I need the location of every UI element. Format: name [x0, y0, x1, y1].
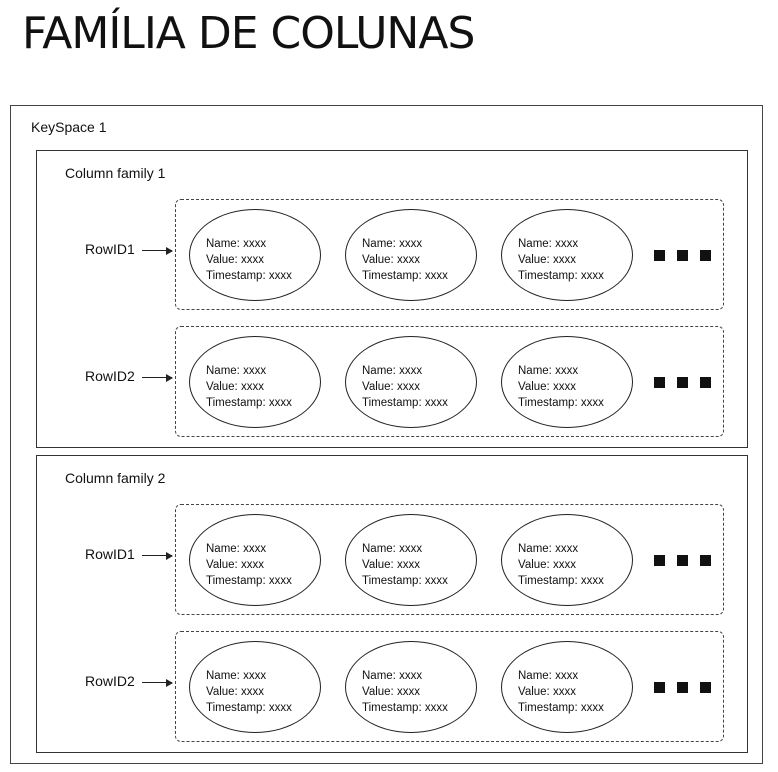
cell-value: Value: xxxx [206, 686, 264, 698]
cell-value: Value: xxxx [206, 559, 264, 571]
row-id-label: RowID2 [85, 673, 135, 689]
cell-value: Value: xxxx [362, 254, 420, 266]
column-cell: Name: xxxx Value: xxxx Timestamp: xxxx [345, 336, 477, 428]
cell-value: Value: xxxx [362, 559, 420, 571]
column-cell: Name: xxxx Value: xxxx Timestamp: xxxx [501, 336, 633, 428]
column-cell: Name: xxxx Value: xxxx Timestamp: xxxx [189, 641, 321, 733]
column-family-box: Column family 1 RowID1 Name: xxxx Value:… [36, 150, 748, 448]
cell-name: Name: xxxx [206, 670, 267, 682]
ellipsis-icon [654, 682, 711, 693]
row-id-label: RowID1 [85, 546, 135, 562]
cell-name: Name: xxxx [362, 543, 423, 555]
cell-name: Name: xxxx [518, 238, 579, 250]
cell-timestamp: Timestamp: xxxx [206, 397, 292, 409]
row-id-label: RowID2 [85, 368, 135, 384]
row-box: Name: xxxx Value: xxxx Timestamp: xxxx N… [175, 631, 724, 742]
column-cell: Name: xxxx Value: xxxx Timestamp: xxxx [345, 514, 477, 606]
cell-name: Name: xxxx [518, 670, 579, 682]
keyspace-label: KeySpace 1 [31, 119, 107, 135]
ellipsis-icon [654, 555, 711, 566]
row-arrow [142, 677, 173, 689]
cell-timestamp: Timestamp: xxxx [518, 575, 604, 587]
column-family-box: Column family 2 RowID1 Name: xxxx Value:… [36, 455, 748, 753]
cell-value: Value: xxxx [518, 254, 576, 266]
cell-name: Name: xxxx [362, 670, 423, 682]
column-cell: Name: xxxx Value: xxxx Timestamp: xxxx [501, 209, 633, 301]
cell-name: Name: xxxx [518, 365, 579, 377]
column-cell: Name: xxxx Value: xxxx Timestamp: xxxx [501, 641, 633, 733]
column-cell: Name: xxxx Value: xxxx Timestamp: xxxx [189, 209, 321, 301]
row-arrow [142, 550, 173, 562]
column-cell: Name: xxxx Value: xxxx Timestamp: xxxx [345, 641, 477, 733]
row-id-label: RowID1 [85, 241, 135, 257]
column-family-label: Column family 2 [65, 470, 166, 486]
column-cell: Name: xxxx Value: xxxx Timestamp: xxxx [189, 336, 321, 428]
cell-timestamp: Timestamp: xxxx [518, 397, 604, 409]
cell-timestamp: Timestamp: xxxx [362, 702, 448, 714]
column-cell: Name: xxxx Value: xxxx Timestamp: xxxx [189, 514, 321, 606]
cell-timestamp: Timestamp: xxxx [518, 270, 604, 282]
cell-value: Value: xxxx [362, 686, 420, 698]
cell-name: Name: xxxx [518, 543, 579, 555]
cell-value: Value: xxxx [362, 381, 420, 393]
cell-name: Name: xxxx [206, 238, 267, 250]
cell-name: Name: xxxx [362, 238, 423, 250]
cell-value: Value: xxxx [206, 254, 264, 266]
ellipsis-icon [654, 250, 711, 261]
cell-name: Name: xxxx [206, 365, 267, 377]
page-title: FAMÍLIA DE COLUNAS [22, 8, 475, 59]
cell-timestamp: Timestamp: xxxx [362, 270, 448, 282]
cell-timestamp: Timestamp: xxxx [518, 702, 604, 714]
cell-value: Value: xxxx [518, 559, 576, 571]
cell-timestamp: Timestamp: xxxx [206, 270, 292, 282]
cell-timestamp: Timestamp: xxxx [362, 575, 448, 587]
cell-value: Value: xxxx [206, 381, 264, 393]
row-box: Name: xxxx Value: xxxx Timestamp: xxxx N… [175, 199, 724, 310]
cell-value: Value: xxxx [518, 686, 576, 698]
cell-name: Name: xxxx [206, 543, 267, 555]
cell-name: Name: xxxx [362, 365, 423, 377]
cell-value: Value: xxxx [518, 381, 576, 393]
column-cell: Name: xxxx Value: xxxx Timestamp: xxxx [501, 514, 633, 606]
ellipsis-icon [654, 377, 711, 388]
column-cell: Name: xxxx Value: xxxx Timestamp: xxxx [345, 209, 477, 301]
row-arrow [142, 372, 173, 384]
row-box: Name: xxxx Value: xxxx Timestamp: xxxx N… [175, 326, 724, 437]
cell-timestamp: Timestamp: xxxx [206, 575, 292, 587]
keyspace-box: KeySpace 1 Column family 1 RowID1 Name: … [10, 105, 763, 764]
cell-timestamp: Timestamp: xxxx [362, 397, 448, 409]
row-box: Name: xxxx Value: xxxx Timestamp: xxxx N… [175, 504, 724, 615]
column-family-label: Column family 1 [65, 165, 166, 181]
cell-timestamp: Timestamp: xxxx [206, 702, 292, 714]
row-arrow [142, 245, 173, 257]
